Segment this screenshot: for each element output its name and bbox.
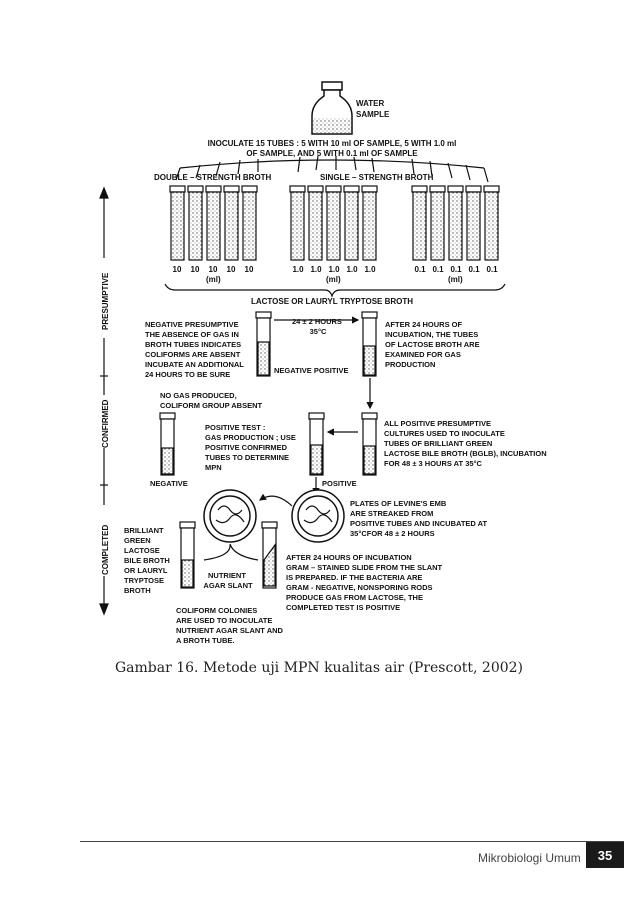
branch-lines [175,155,489,183]
positive-test-text: POSITIVE TEST : GAS PRODUCTION ; USE POS… [205,423,298,472]
after-24-incubation-text: AFTER 24 HOURS OF INCUBATION GRAM – STAI… [286,553,444,612]
all-positive-text: ALL POSITIVE PRESUMPTIVE CULTURES USED T… [384,419,549,468]
emb-plates [203,489,345,543]
coliform-colonies-text: COLIFORM COLONIES ARE USED TO INOCULATE … [176,606,285,645]
presumptive-tubes [255,311,378,377]
label-completed: COMPLETED [101,525,110,575]
unit-ml-1: (ml) [206,275,221,284]
no-gas-text: NO GAS PRODUCED, COLIFORM GROUP ABSENT [160,391,263,410]
single-strength-label: SINGLE – STRENGTH BROTH [320,173,434,182]
stage-axis [99,186,109,616]
footer-title: Mikrobiologi Umum [478,851,581,865]
plates-text: PLATES OF LEVINE'S EMB ARE STREAKED FROM… [350,499,489,538]
unit-ml-3: (ml) [448,275,463,284]
double-strength-label: DOUBLE – STRENGTH BROTH [154,173,272,182]
unit-ml-2: (ml) [326,275,341,284]
tubes-1ml [289,185,378,261]
label-confirmed: CONFIRMED [101,399,110,448]
hours-24-text: 24 ± 2 HOURS 35°C [292,317,344,336]
water-sample-bottle [311,81,353,135]
page-number: 35 [586,842,624,868]
negative-positive-label: NEGATIVE POSITIVE [274,366,348,375]
figure-caption: Gambar 16. Metode uji MPN kualitas air (… [114,660,524,676]
brilliant-green-text: BRILLIANT GREEN LACTOSE BILE BROTH OR LA… [124,526,172,595]
negative-label: NEGATIVE [150,479,188,488]
negative-presumptive-text: NEGATIVE PRESUMPTIVE THE ABSENCE OF GAS … [145,320,246,379]
lactose-brace [164,283,506,298]
inoculate-text: INOCULATE 15 TUBES : 5 WITH 10 ml OF SAM… [208,139,457,158]
completed-tubes [179,521,278,589]
positive-label: POSITIVE [322,479,357,488]
tubes-10ml [169,185,258,261]
footer-divider [80,841,624,842]
nutrient-agar-text: NUTRIENT AGAR SLANT [203,571,253,590]
lactose-broth-label: LACTOSE OR LAURYL TRYPTOSE BROTH [251,297,413,306]
after-24-text: AFTER 24 HOURS OF INCUBATION, THE TUBES … [385,320,482,369]
confirmed-tubes [159,412,378,476]
tubes-01ml [411,185,500,261]
label-presumptive: PRESUMPTIVE [101,272,110,330]
